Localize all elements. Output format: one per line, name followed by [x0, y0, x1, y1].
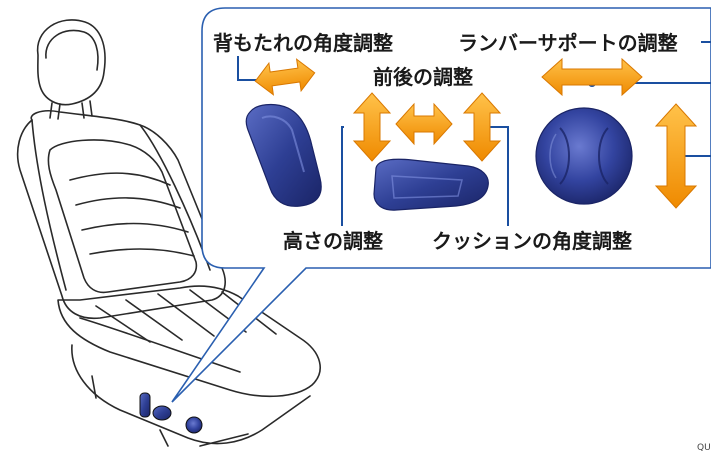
cushion-switch-small-icon: [152, 405, 172, 421]
arrow-fore-aft-icon: [395, 102, 453, 146]
arrow-cushion-angle-icon: [462, 92, 502, 162]
cushion-switch-icon: [373, 158, 489, 211]
backrest: [16, 110, 226, 320]
label-cushion-angle: クッションの角度調整: [432, 229, 632, 253]
label-fore-aft: 前後の調整: [373, 65, 473, 89]
backrest-switch-small-icon: [139, 392, 151, 418]
lumbar-switch-icon: [535, 107, 633, 205]
label-height: 高さの調整: [283, 229, 383, 253]
seat-base: [71, 344, 311, 445]
lumbar-switch-small-icon: [185, 416, 203, 434]
arrow-lumbar-horizontal-icon: [541, 57, 643, 97]
label-backrest-angle: 背もたれの角度調整: [213, 31, 393, 55]
figure-code: QU: [697, 443, 711, 453]
headrest: [36, 19, 106, 106]
seat-switch-cluster: [139, 392, 203, 434]
arrow-backrest-angle-icon: [254, 58, 316, 96]
backrest-switch-icon: [245, 103, 322, 207]
leader-backrest: [237, 56, 262, 81]
seat-cushion: [57, 285, 321, 398]
arrow-height-icon: [352, 92, 392, 162]
label-lumbar-support: ランバーサポートの調整: [458, 31, 678, 55]
leader-cushion: [485, 126, 509, 226]
leader-height: [341, 126, 344, 226]
arrow-lumbar-vertical-icon: [654, 103, 698, 209]
